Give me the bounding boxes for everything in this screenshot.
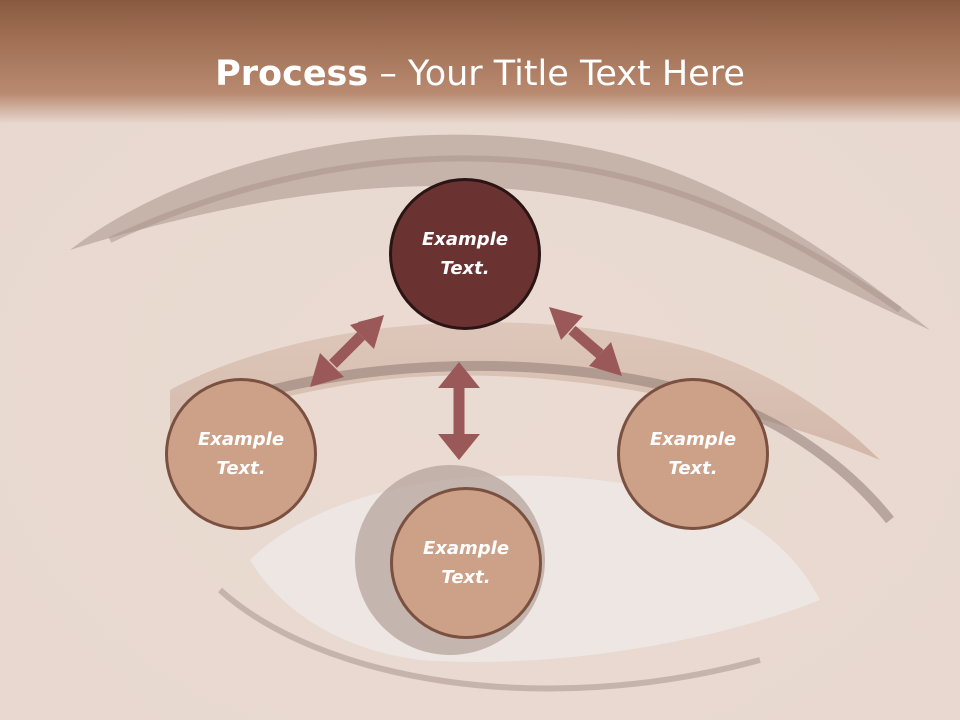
process-node-top: Example Text. (389, 178, 541, 330)
double-arrow-top-right (549, 307, 622, 376)
node-right-text: Example Text. (649, 429, 737, 479)
node-bottom-text: Example Text. (422, 538, 510, 588)
title-bar (0, 0, 960, 124)
node-top-text: Example Text. (421, 229, 509, 279)
title-bold-part: Process (215, 54, 369, 94)
title-regular-part: – Your Title Text Here (368, 54, 745, 94)
double-arrow-top-left (310, 315, 384, 387)
process-node-right: Example Text. (617, 378, 769, 530)
node-left-text: Example Text. (197, 429, 285, 479)
process-node-left: Example Text. (165, 378, 317, 530)
process-node-bottom: Example Text. (390, 487, 542, 639)
double-arrow-vertical (438, 362, 480, 460)
slide-title: Process – Your Title Text Here (0, 52, 960, 96)
